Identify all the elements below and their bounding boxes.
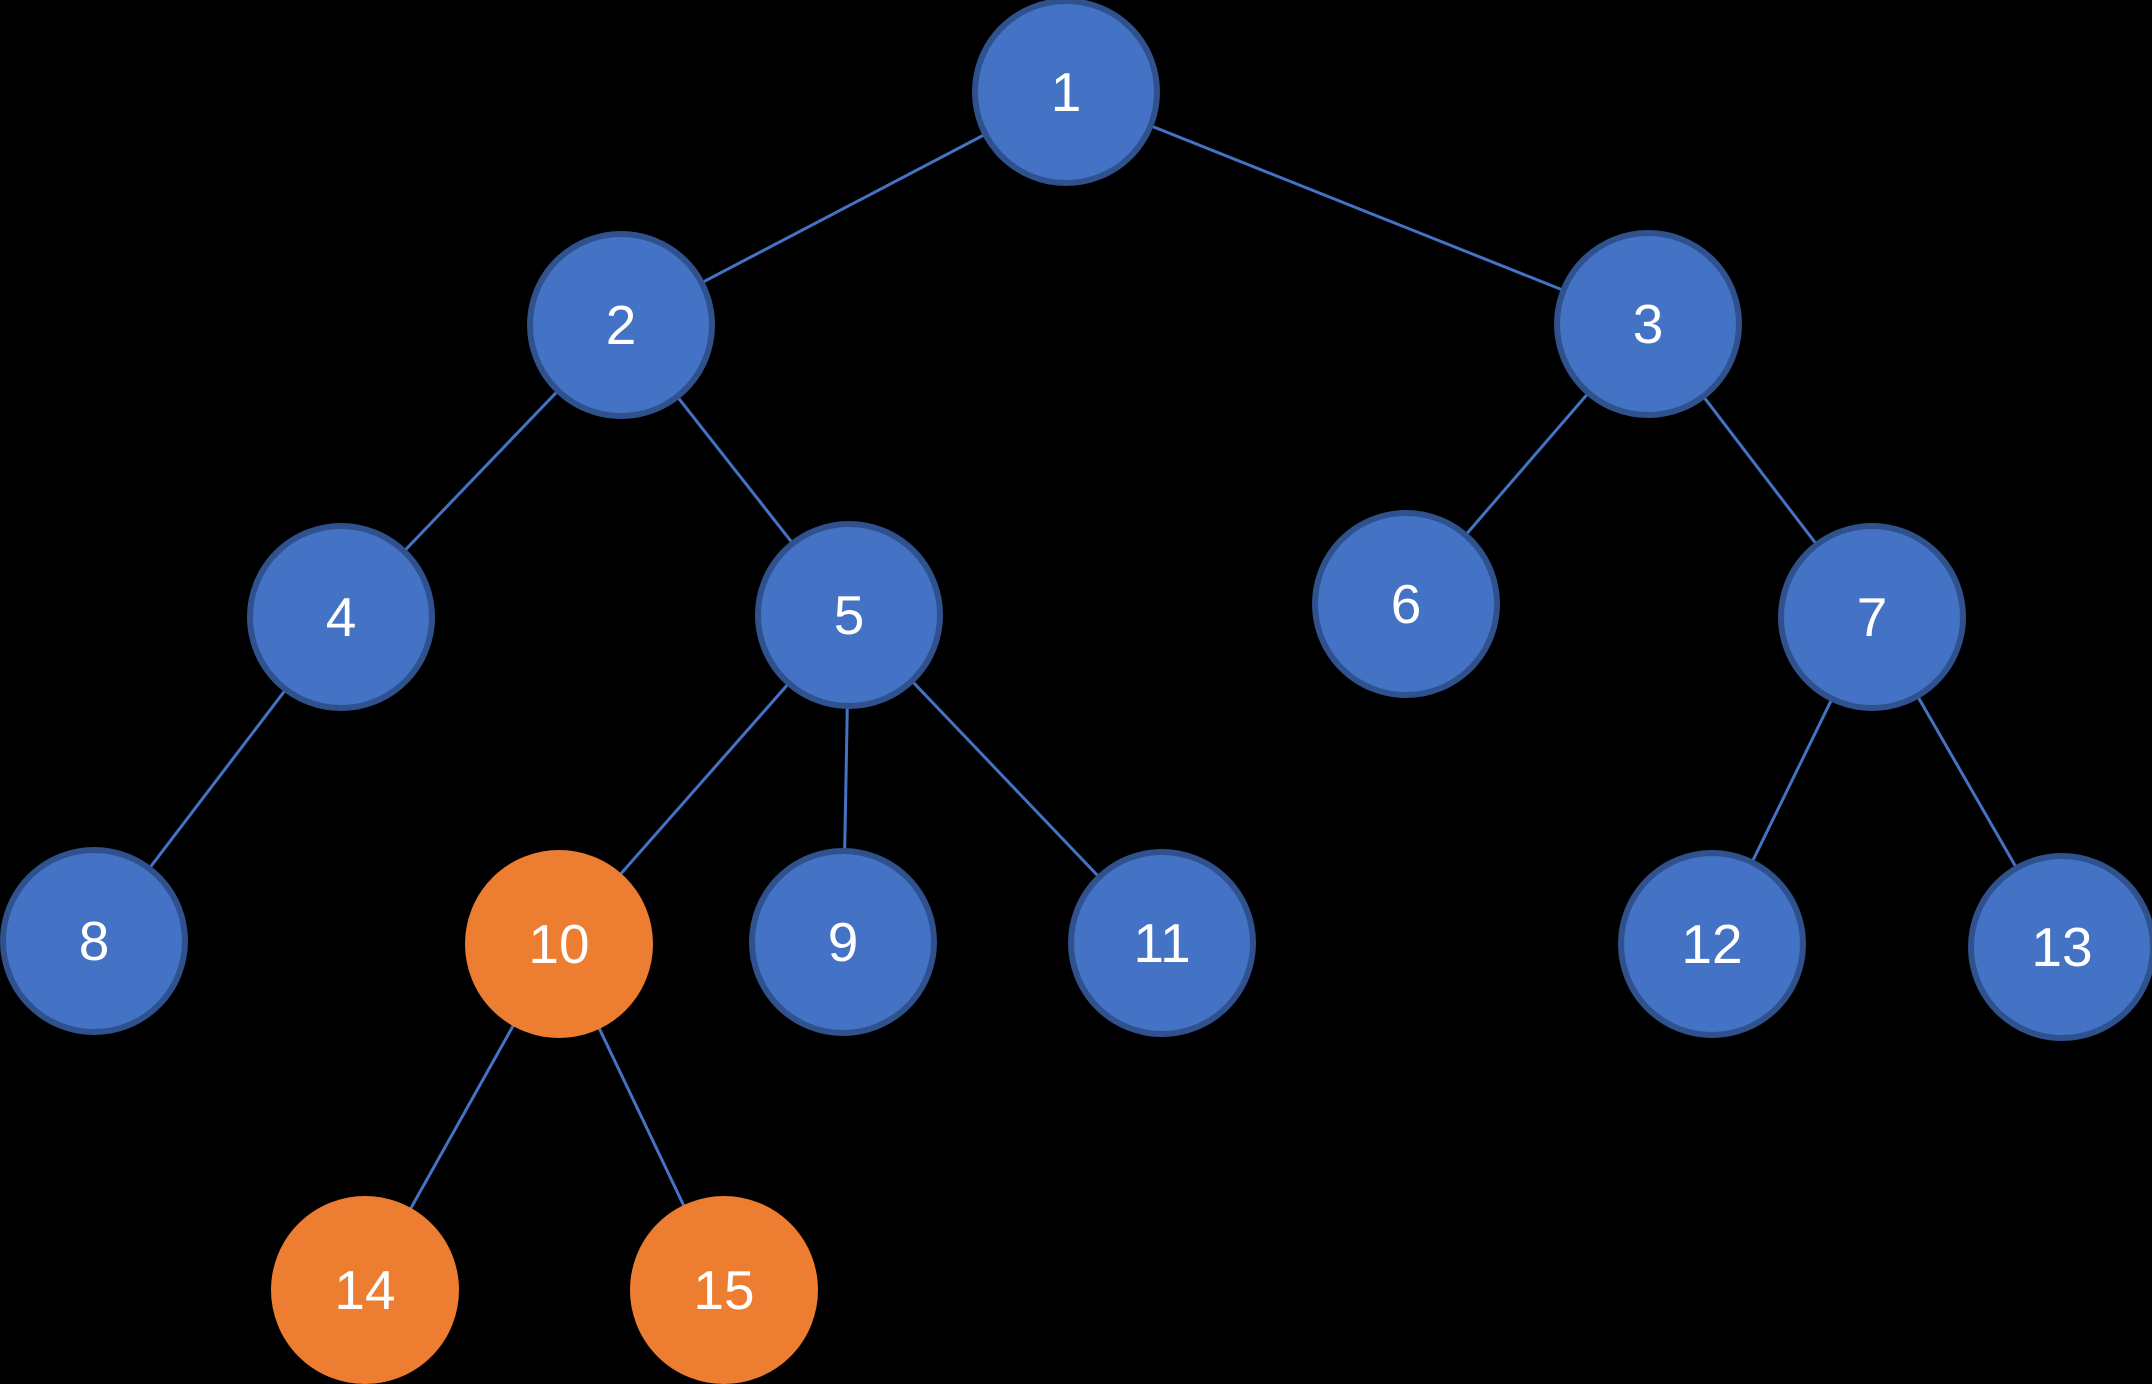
tree-node-10: 10 [465,850,653,1038]
tree-node-7: 7 [1778,523,1966,711]
tree-node-label-1: 1 [1050,60,1082,123]
tree-node-label-14: 14 [334,1258,396,1321]
tree-node-3: 3 [1554,230,1742,418]
tree-node-label-10: 10 [528,912,590,975]
tree-node-label-11: 11 [1133,911,1191,974]
tree-node-2: 2 [527,231,715,419]
tree-node-label-4: 4 [325,585,357,648]
tree-node-12: 12 [1618,850,1806,1038]
tree-node-8: 8 [0,847,188,1035]
tree-node-label-7: 7 [1856,585,1888,648]
tree-node-15: 15 [630,1196,818,1384]
tree-node-label-9: 9 [827,910,859,973]
tree-node-label-3: 3 [1632,292,1664,355]
tree-node-label-13: 13 [2031,915,2093,978]
tree-node-5: 5 [755,521,943,709]
tree-node-label-12: 12 [1681,912,1743,975]
tree-node-9: 9 [749,848,937,1036]
tree-node-14: 14 [271,1196,459,1384]
tree-edge-1-3 [1065,90,1649,326]
tree-node-label-2: 2 [605,293,637,356]
tree-node-13: 13 [1968,853,2152,1041]
tree-node-11: 11 [1068,849,1256,1037]
tree-node-6: 6 [1312,510,1500,698]
tree-node-label-5: 5 [833,583,865,646]
tree-node-1: 1 [972,0,1160,186]
tree-node-label-8: 8 [78,909,110,972]
tree-node-label-15: 15 [693,1258,755,1321]
tree-node-4: 4 [247,523,435,711]
tree-node-label-6: 6 [1390,572,1422,635]
